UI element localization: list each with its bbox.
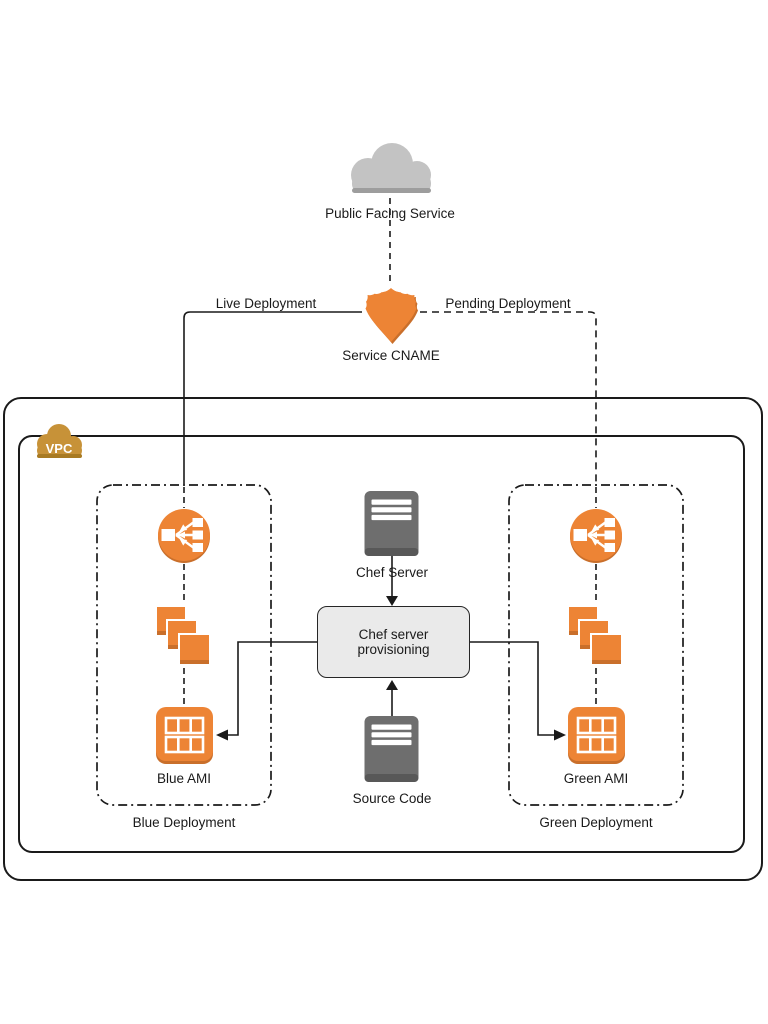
- chef-server-label: Chef Server: [355, 565, 429, 580]
- green-ami-icon: [568, 707, 625, 764]
- green-instances-icon: [567, 605, 623, 666]
- public-facing-service-label: Public Facing Service: [325, 206, 455, 221]
- chef-provisioning-box: Chef server provisioning: [317, 606, 470, 678]
- public-cloud-icon: [351, 143, 431, 193]
- blue-deployment-group-label: Blue Deployment: [132, 815, 236, 830]
- blue-elb-icon: [158, 509, 210, 563]
- source-code-label: Source Code: [352, 791, 432, 806]
- source-code-icon: [364, 716, 419, 782]
- vpc-inner-box: [18, 435, 745, 853]
- blue-ami-label: Blue AMI: [156, 771, 212, 786]
- blue-ami-icon: [156, 707, 213, 764]
- service-cname-label: Service CNAME: [342, 348, 440, 363]
- live-deployment-label: Live Deployment: [215, 296, 317, 311]
- blue-instances-icon: [155, 605, 211, 666]
- chef-provisioning-label-line1: Chef server: [358, 627, 429, 642]
- chef-provisioning-label-line2: provisioning: [357, 642, 430, 657]
- green-deployment-group-label: Green Deployment: [539, 815, 653, 830]
- pending-deployment-label: Pending Deployment: [445, 296, 571, 311]
- green-ami-label: Green AMI: [563, 771, 629, 786]
- green-elb-icon: [570, 509, 622, 563]
- cname-shield-icon: [365, 288, 418, 344]
- chef-server-icon: [364, 491, 419, 556]
- vpc-outer-box: [3, 397, 763, 881]
- vpc-cloud-icon: VPC: [37, 424, 82, 458]
- vpc-label: VPC: [46, 441, 73, 456]
